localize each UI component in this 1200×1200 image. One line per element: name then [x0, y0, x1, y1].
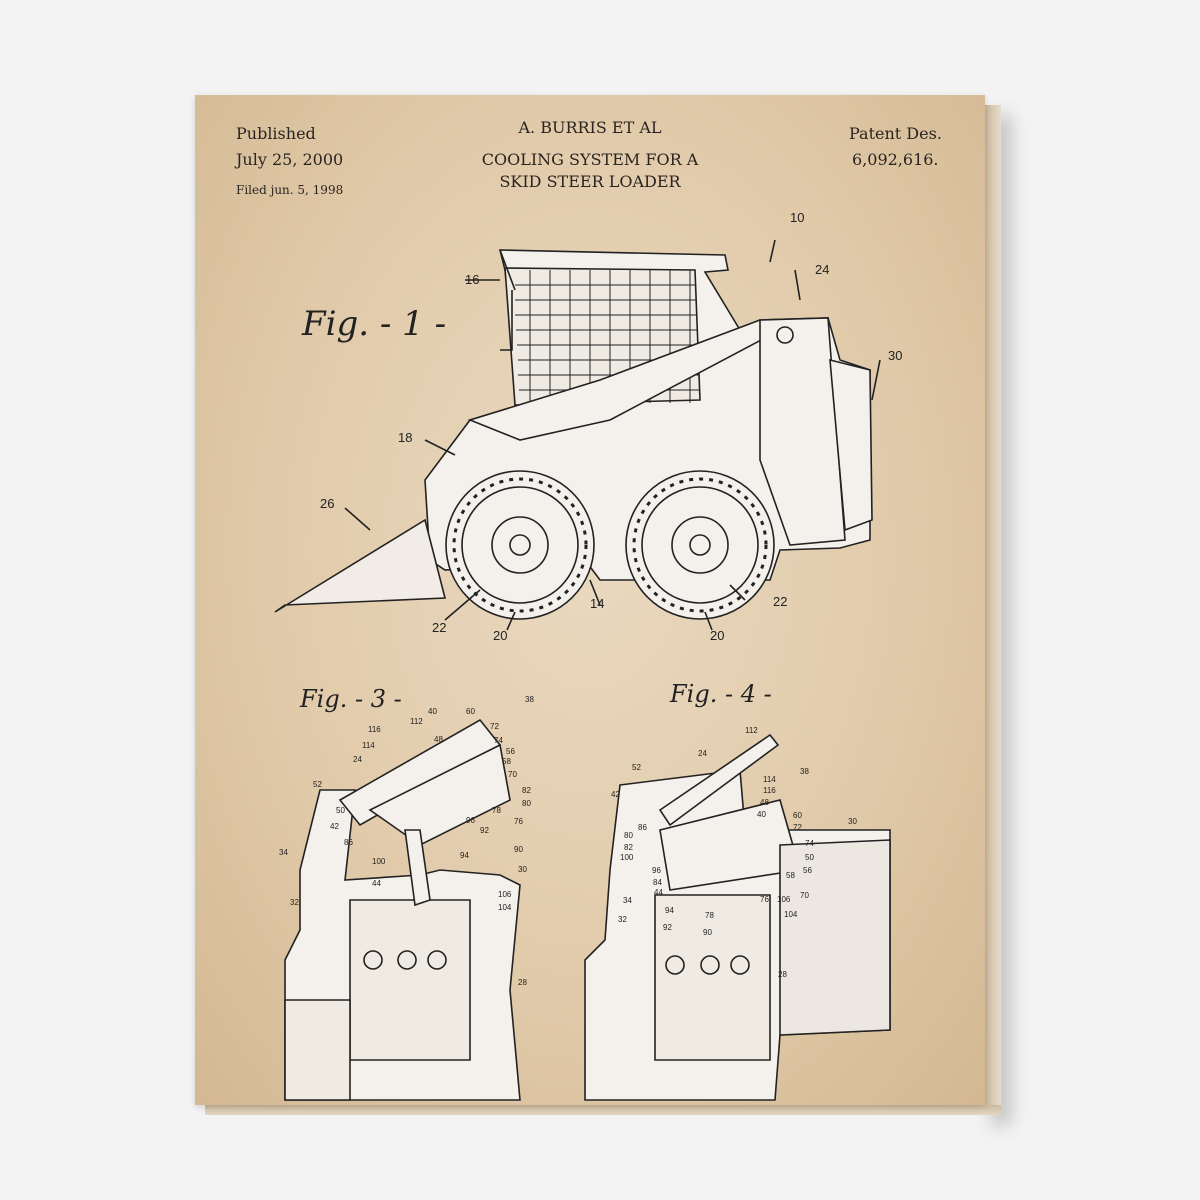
fig1-part-label: 10	[790, 210, 804, 225]
patent-title-line1: COOLING SYSTEM FOR A	[481, 150, 699, 169]
fig3-part-label: 92	[480, 826, 489, 835]
fig3-part-label: 78	[492, 806, 501, 815]
fig3-part-label: 56	[506, 747, 515, 756]
fig1-part-label: 20	[493, 628, 507, 643]
fig1-part-label: 26	[320, 496, 334, 511]
published-date: July 25, 2000	[236, 150, 344, 169]
fig3-part-label: 48	[434, 735, 443, 744]
fig3-part-label: 82	[522, 786, 531, 795]
fig4-part-label: 32	[618, 915, 627, 924]
fig4-part-label: 84	[653, 878, 662, 887]
fig3-part-label: 44	[372, 879, 381, 888]
fig3-part-label: 80	[522, 799, 531, 808]
fig4-part-label: 38	[800, 767, 809, 776]
fig4-part-label: 92	[663, 923, 672, 932]
fig1-part-label: 18	[398, 430, 412, 445]
fig3-part-label: 40	[428, 707, 437, 716]
fig3-part-label: 72	[490, 722, 499, 731]
fig3-part-label: 32	[290, 898, 299, 907]
fig4-part-label: 56	[803, 866, 812, 875]
fig3-part-label: 70	[508, 770, 517, 779]
fig4-part-label: 74	[805, 839, 814, 848]
fig1-skid-steer-loader: Fig. - 1 -	[274, 239, 881, 631]
fig4-part-label: 58	[786, 871, 795, 880]
fig4-part-label: 50	[805, 853, 814, 862]
fig3-part-label: 90	[514, 845, 523, 854]
fig3-part-label: 52	[313, 780, 322, 789]
canvas-edge	[985, 105, 1001, 1115]
fig4-part-label: 40	[757, 810, 766, 819]
fig4-cooling-assembly: Fig. - 4 -	[584, 680, 891, 1101]
fig4-part-label: 44	[654, 888, 663, 897]
fig4-part-label: 70	[800, 891, 809, 900]
fig3-part-label: 42	[330, 822, 339, 831]
fig3-cooling-assembly: Fig. - 3 -	[284, 685, 521, 1101]
fig4-part-label: 34	[623, 896, 632, 905]
fig4-part-label: 82	[624, 843, 633, 852]
fig4-part-label: 100	[620, 853, 634, 862]
canvas-bottom-edge	[205, 1105, 1001, 1115]
fig3-part-label: 58	[502, 757, 511, 766]
fig3-part-label: 94	[460, 851, 469, 860]
fig3-part-label: 114	[362, 741, 375, 750]
fig3-part-label: 100	[372, 857, 386, 866]
fig4-part-label: 30	[848, 817, 857, 826]
published-label: Published	[236, 124, 316, 143]
fig4-part-label: 24	[698, 749, 707, 758]
fig4-part-label: 80	[624, 831, 633, 840]
fig1-part-label: 16	[465, 272, 479, 287]
fig4-part-label: 106	[777, 895, 791, 904]
fig3-part-label: 86	[344, 838, 353, 847]
fig4-part-label: 60	[793, 811, 802, 820]
fig3-part-label: 50	[336, 806, 345, 815]
fig3-part-label: 30	[518, 865, 527, 874]
fig3-part-label: 34	[279, 848, 288, 857]
fig4-part-label: 104	[784, 910, 798, 919]
fig4-part-label: 114	[763, 775, 776, 784]
fig1-part-label: 20	[710, 628, 724, 643]
fig3-part-label: 106	[498, 890, 512, 899]
fig4-part-label: 94	[665, 906, 674, 915]
inventor: A. BURRIS ET AL	[518, 118, 662, 137]
fig4-part-label: 90	[703, 928, 712, 937]
fig3-part-label: 38	[525, 695, 534, 704]
patent-title-line2: SKID STEER LOADER	[499, 172, 681, 191]
fig4-part-label: 116	[763, 786, 776, 795]
fig1-part-label: 22	[432, 620, 446, 635]
fig3-part-label: 28	[518, 978, 527, 987]
fig1-part-label: 22	[773, 594, 787, 609]
patent-label: Patent Des.	[849, 124, 942, 143]
fig4-title: Fig. - 4 -	[669, 680, 772, 708]
fig4-part-label: 72	[793, 823, 802, 832]
fig3-part-label: 104	[498, 903, 512, 912]
fig4-part-label: 28	[778, 970, 787, 979]
fig3-part-label: 74	[494, 736, 503, 745]
fig1-part-label: 14	[590, 596, 604, 611]
fig4-part-label: 76	[760, 895, 769, 904]
fig4-part-label: 112	[745, 726, 758, 735]
fig3-part-label: 24	[353, 755, 362, 764]
fig1-title: Fig. - 1 -	[301, 304, 446, 344]
fig1-part-label: 30	[888, 348, 902, 363]
filed-date: Filed jun. 5, 1998	[236, 183, 344, 197]
fig4-part-label: 78	[705, 911, 714, 920]
patent-number: 6,092,616.	[852, 150, 939, 169]
fig3-part-label: 116	[368, 725, 381, 734]
fig4-part-label: 96	[652, 866, 661, 875]
fig4-part-label: 86	[638, 823, 647, 832]
fig1-part-label: 24	[815, 262, 829, 277]
fig3-part-label: 60	[466, 707, 475, 716]
fig3-title: Fig. - 3 -	[299, 685, 402, 713]
fig3-part-label: 112	[410, 717, 423, 726]
fig3-part-label: 76	[514, 817, 523, 826]
fig3-part-label: 96	[466, 816, 475, 825]
fig4-part-label: 52	[632, 763, 641, 772]
fig4-part-label: 48	[760, 798, 769, 807]
fig4-part-label: 42	[611, 790, 620, 799]
